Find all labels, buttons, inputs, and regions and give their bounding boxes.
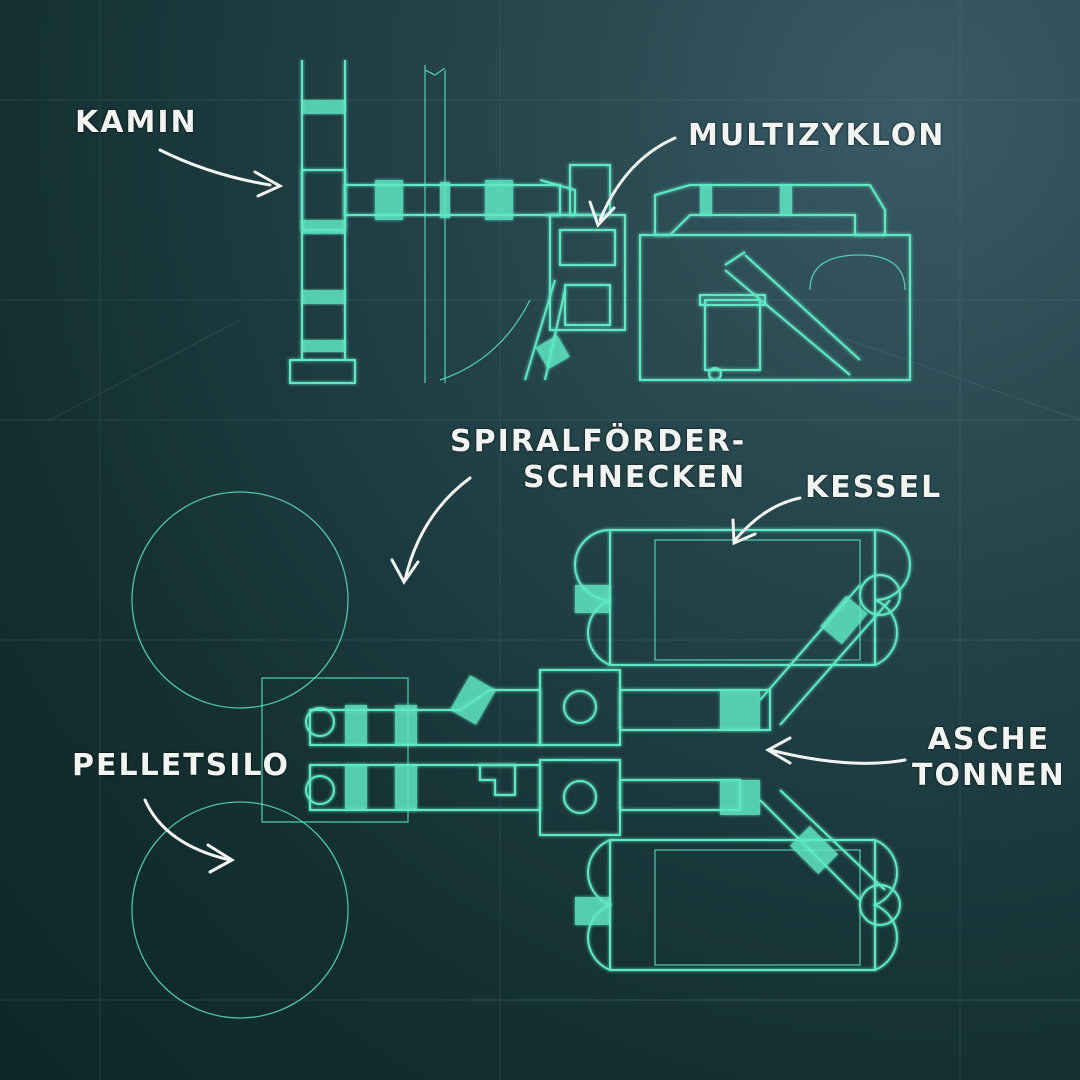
arrow-pelletsilo	[143, 798, 235, 874]
label-asche-line2: TONNEN	[912, 758, 1066, 793]
arrow-kessel	[731, 496, 802, 546]
label-asche-line1: ASCHE	[927, 722, 1051, 757]
arrow-spiral	[390, 476, 472, 585]
label-arrows	[143, 136, 907, 874]
label-spiral-line2: SCHNECKEN	[523, 460, 747, 495]
label-spiral-line1: SPIRALFÖRDER-	[450, 424, 747, 459]
flue-duct	[344, 179, 576, 220]
label-kessel: KESSEL	[805, 470, 943, 505]
silo-platform	[261, 677, 409, 823]
arrow-multizyklon	[588, 136, 677, 228]
arrow-asche	[764, 736, 907, 765]
label-asche-tonnen: ASCHE TONNEN	[912, 722, 1066, 794]
cyclones-plan	[539, 574, 901, 926]
label-spiralfoerderschnecken: SPIRALFÖRDER- SCHNECKEN	[450, 424, 746, 496]
plan-view	[131, 491, 911, 1019]
boiler-upper	[574, 529, 911, 666]
label-multizyklon: MULTIZYKLON	[688, 118, 946, 153]
label-kamin: KAMIN	[75, 105, 198, 140]
pellet-silo-upper	[131, 491, 560, 709]
chimney	[289, 60, 356, 384]
label-pelletsilo: PELLETSILO	[72, 748, 290, 783]
elevation-view	[170, 60, 930, 384]
multicyclone	[524, 164, 626, 381]
pellet-silo-lower	[131, 801, 560, 1019]
boiler-lower	[575, 839, 898, 971]
boiler-elevation	[639, 184, 911, 381]
arrow-kamin	[158, 148, 284, 198]
ducts	[305, 675, 541, 811]
